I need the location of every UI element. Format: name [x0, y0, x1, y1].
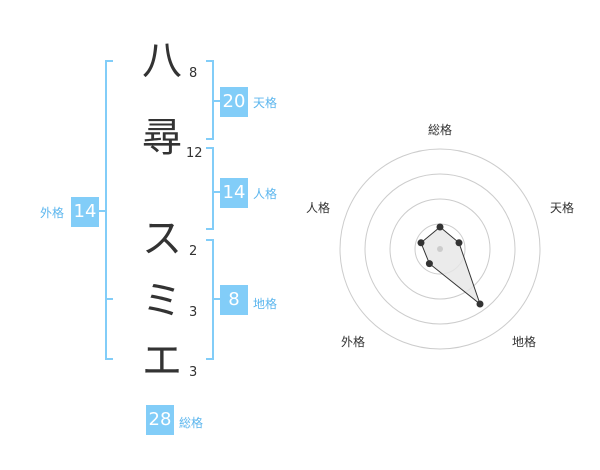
stroke-count-1: 8	[189, 66, 198, 81]
radar-ring-2	[389, 198, 491, 300]
radar-point-5	[417, 239, 425, 247]
gaikaku-label: 外格	[40, 206, 65, 220]
stroke-count-5: 3	[189, 365, 198, 380]
jinkaku-badge: 14	[220, 178, 248, 208]
stroke-count-4: 3	[189, 305, 198, 320]
tenkaku-badge: 20	[220, 87, 248, 117]
radar-ring-4	[339, 148, 541, 350]
stroke-count-3: 2	[189, 244, 198, 259]
radar-point-3	[476, 300, 484, 308]
name-char-4: ミ	[142, 278, 182, 324]
radar-label-soukaku: 総格	[427, 123, 452, 137]
name-char-2: 尋	[142, 115, 182, 161]
tenkaku-label: 天格	[253, 96, 278, 110]
stroke-count-2: 12	[186, 146, 203, 161]
radar-label-gaikaku: 外格	[340, 335, 365, 349]
radar-point-2	[455, 239, 463, 247]
radar-label-chikaku: 地格	[511, 335, 536, 349]
name-char-3: ス	[142, 216, 182, 262]
radar-label-tenkaku: 天格	[549, 201, 574, 215]
radar-label-jinkaku: 人格	[305, 201, 330, 215]
soukaku-label: 総格	[179, 416, 204, 430]
name-char-1: 八	[142, 38, 182, 84]
radar-ring-3	[364, 173, 516, 325]
soukaku-badge: 28	[146, 405, 174, 435]
name-char-5: エ	[142, 338, 182, 384]
gaikaku-badge: 14	[71, 197, 99, 227]
chikaku-label: 地格	[253, 297, 278, 311]
radar-center-dot	[437, 246, 443, 252]
radar-point-1	[436, 223, 444, 231]
chikaku-badge: 8	[220, 285, 248, 315]
jinkaku-label: 人格	[253, 187, 278, 201]
jinkaku-bracket	[206, 147, 214, 230]
radar-polygon	[420, 226, 482, 306]
radar-point-4	[425, 260, 433, 268]
